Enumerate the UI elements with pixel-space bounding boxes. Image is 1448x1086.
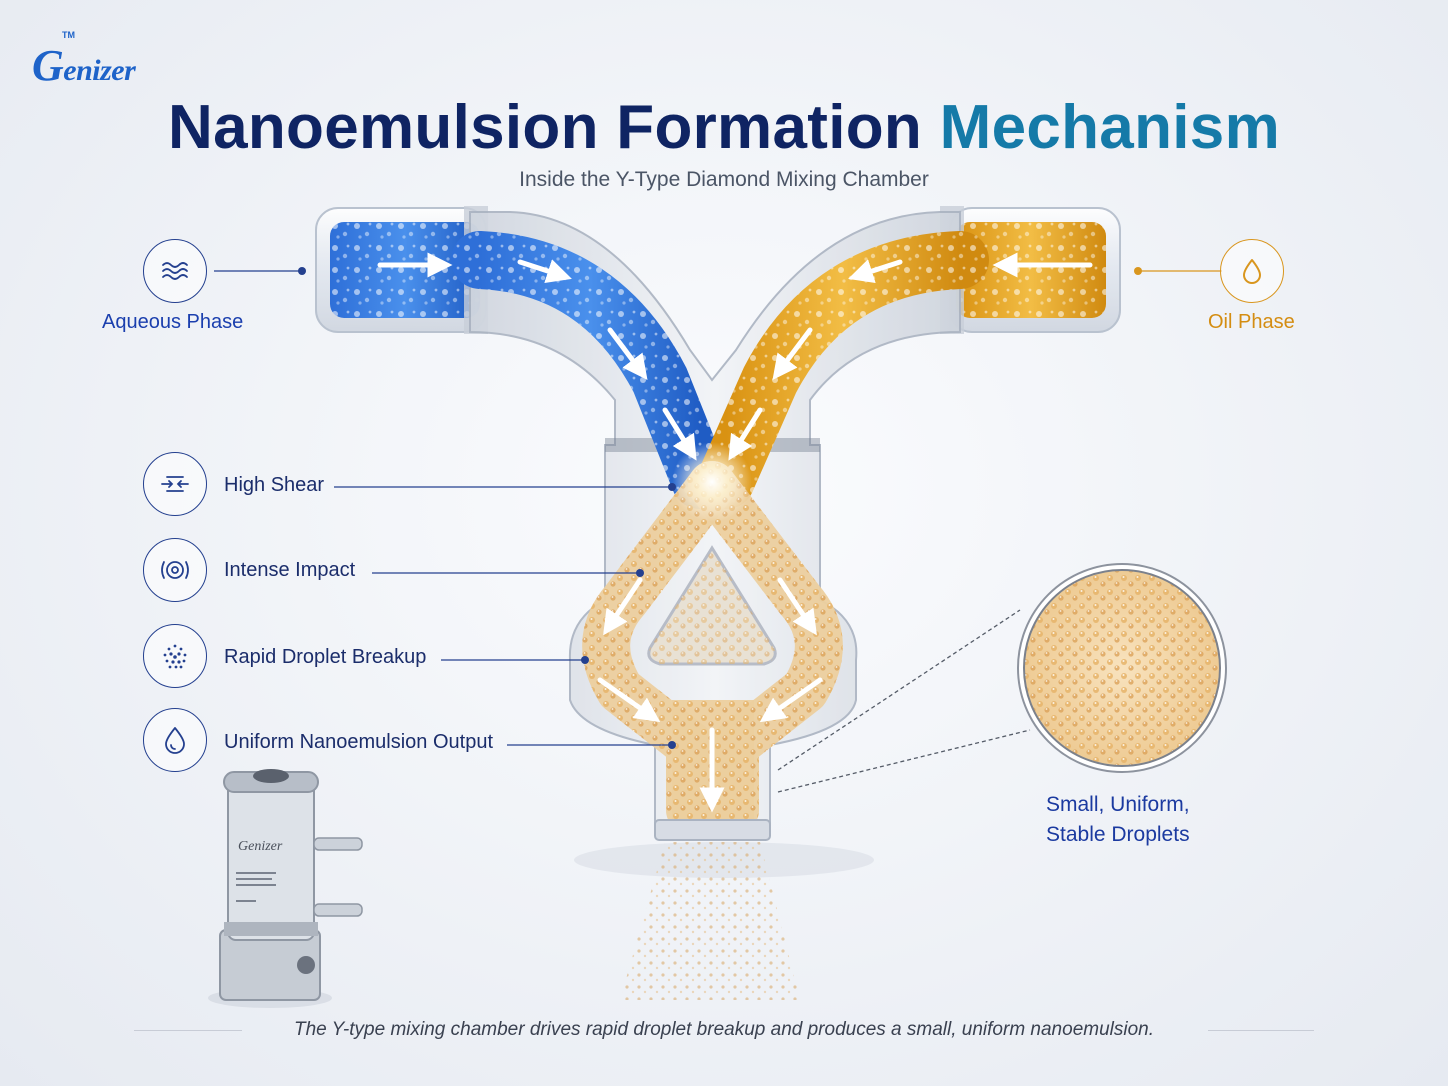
- step-uniform-output: Uniform Nanoemulsion Output: [224, 731, 494, 753]
- brand-rest: enizer: [63, 54, 136, 87]
- step-rapid-droplet-breakup: Rapid Droplet Breakup: [224, 646, 427, 668]
- right-merge-arrow: [759, 677, 823, 723]
- connector-lines: [214, 267, 1222, 793]
- title-main: Nanoemulsion Formation: [168, 93, 923, 162]
- flow-arrows: [377, 252, 1093, 813]
- aqueous-arrow-4: [662, 407, 697, 461]
- left-loop-arrow: [603, 577, 643, 636]
- left-merge-arrow: [597, 677, 661, 723]
- oil-arrow-2: [848, 259, 903, 284]
- step-intense-impact: Intense Impact: [224, 559, 356, 581]
- emulsion-spray: [620, 842, 800, 1000]
- page-title: Nanoemulsion Formation Mechanism: [0, 92, 1448, 163]
- collision-flash: [672, 442, 752, 522]
- outlet-nozzle: [654, 819, 771, 841]
- oil-arrow-4: [728, 407, 763, 461]
- dots-burst-icon: [143, 624, 207, 688]
- oil-arrow-3: [772, 327, 813, 380]
- droplet-icon: [1220, 239, 1284, 303]
- trademark-mark: TM: [62, 30, 75, 40]
- brand-initial: G: [32, 41, 64, 90]
- aqueous-phase-label: Aqueous Phase: [102, 311, 244, 333]
- device-brand-text: Genizer: [238, 839, 283, 854]
- page-subtitle: Inside the Y-Type Diamond Mixing Chamber: [519, 168, 929, 191]
- caption-rule-left: [134, 1030, 242, 1031]
- right-loop-arrow: [777, 577, 817, 636]
- impact-rings-icon: [143, 538, 207, 602]
- step-high-shear: High Shear: [224, 474, 325, 496]
- aqueous-arrow-2: [517, 259, 572, 284]
- brand-logo: Genizer: [32, 40, 136, 91]
- caption-rule-right: [1208, 1030, 1314, 1031]
- droplet-icon: [143, 708, 207, 772]
- droplets-line-2: Stable Droplets: [1046, 823, 1190, 846]
- waves-icon: [143, 239, 207, 303]
- aqueous-arrow-3: [607, 327, 648, 380]
- cartridge-device: [208, 769, 363, 1008]
- droplets-description: Small, Uniform, Stable Droplets: [1046, 790, 1190, 850]
- shear-arrows-icon: [143, 452, 207, 516]
- caption: The Y-type mixing chamber drives rapid d…: [293, 1019, 1155, 1040]
- oil-phase-label: Oil Phase: [1208, 311, 1295, 333]
- oil-inlet-tube: [940, 206, 1121, 334]
- title-accent: Mechanism: [939, 93, 1280, 162]
- droplets-line-1: Small, Uniform,: [1046, 793, 1190, 816]
- droplet-magnifier: [1017, 563, 1227, 773]
